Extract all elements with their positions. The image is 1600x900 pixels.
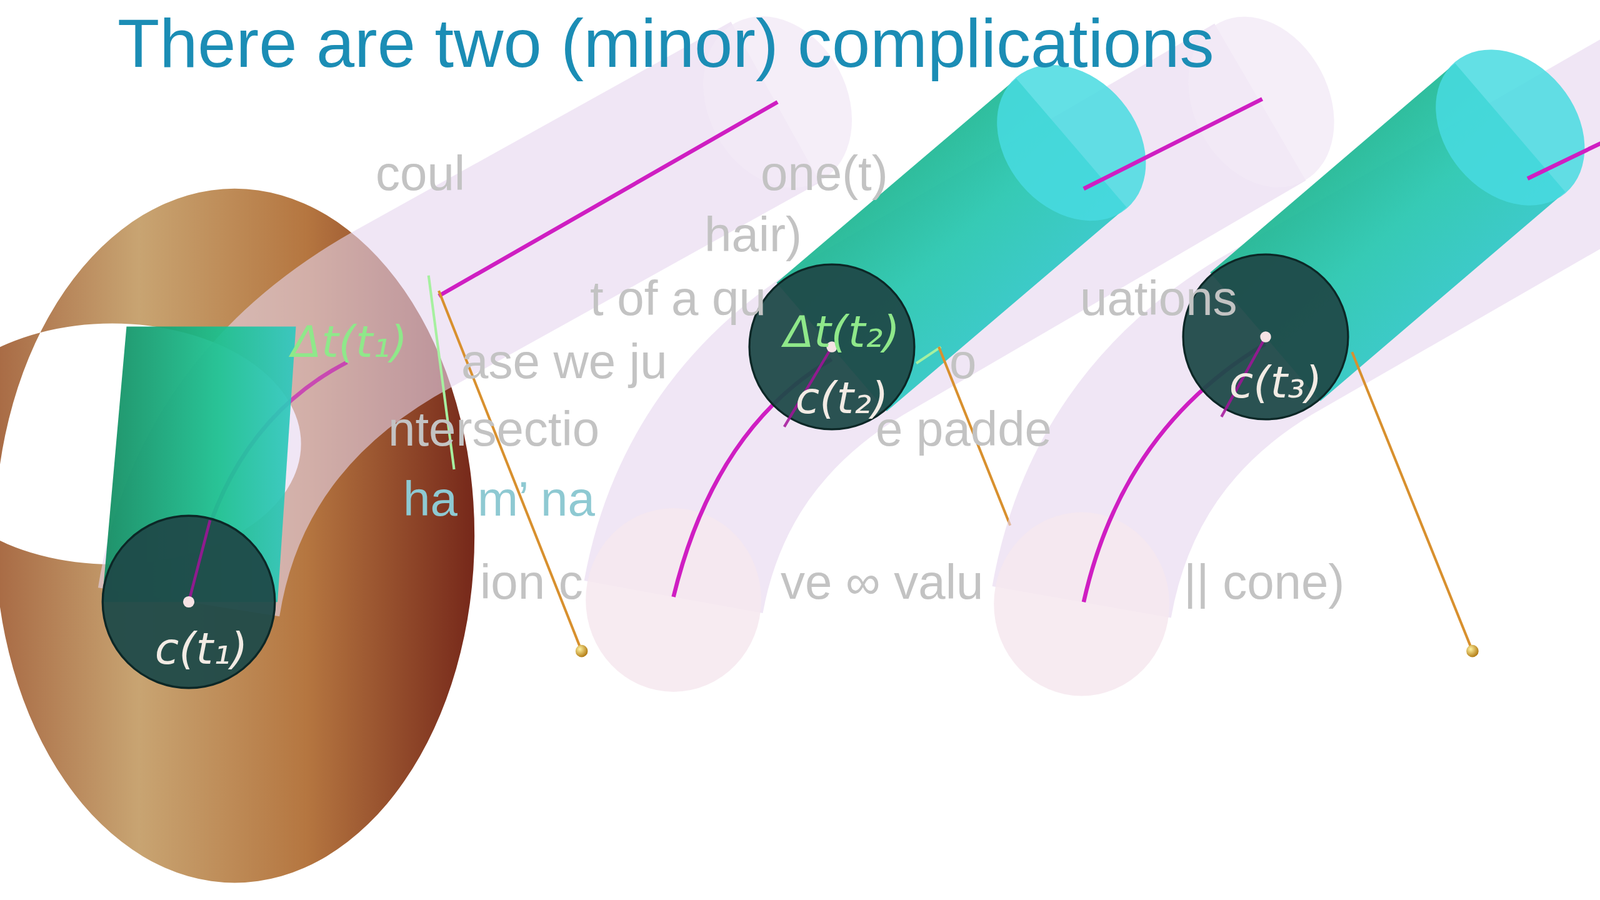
point-ball [1466, 645, 1479, 658]
curve [1083, 98, 1263, 189]
bullet-fragment: hair) [704, 210, 802, 259]
point-ball [575, 645, 589, 658]
bullet-fragment: o [949, 336, 977, 386]
tube-base-cap [585, 508, 762, 692]
cross-section-disc: c(t₁) [100, 513, 278, 691]
bullet-fragment: one(t) [760, 148, 889, 198]
leader-line [1351, 351, 1473, 651]
bullet-fragment: ve ∞ valu [780, 557, 984, 607]
bullet-fragment: ase we ju [461, 336, 668, 386]
disc-face [102, 515, 275, 688]
curve [1527, 137, 1600, 179]
point-label: c(t₁) [155, 626, 249, 671]
bullet-fragment: t of a qu [590, 273, 767, 323]
delta-marker [916, 346, 941, 364]
point-label: c(t₂) [795, 376, 889, 420]
slide-title: There are two (minor) complications [117, 5, 1214, 81]
curve-point [1260, 331, 1271, 342]
tube-base-cap [993, 512, 1170, 697]
curve [438, 101, 778, 296]
curve [188, 520, 210, 602]
bullet-fragment: ha [403, 474, 458, 524]
curve-point [183, 596, 195, 608]
bullet-fragment: ntersectio [388, 404, 600, 454]
bullet-fragment: || cone) [1183, 557, 1345, 607]
bullet-fragment: uations [1080, 273, 1238, 323]
delta-label: Δt(t₂) [783, 310, 900, 354]
delta-label: Δt(t₁) [291, 320, 407, 364]
bullet-fragment: m’ na [477, 474, 595, 524]
point-label: c(t₃) [1229, 360, 1323, 405]
bullet-fragment: coul [375, 148, 465, 198]
bullet-fragment: e padde [875, 404, 1052, 454]
bullet-fragment: ion c [480, 557, 584, 607]
cylinder-end-cap [1405, 20, 1600, 235]
